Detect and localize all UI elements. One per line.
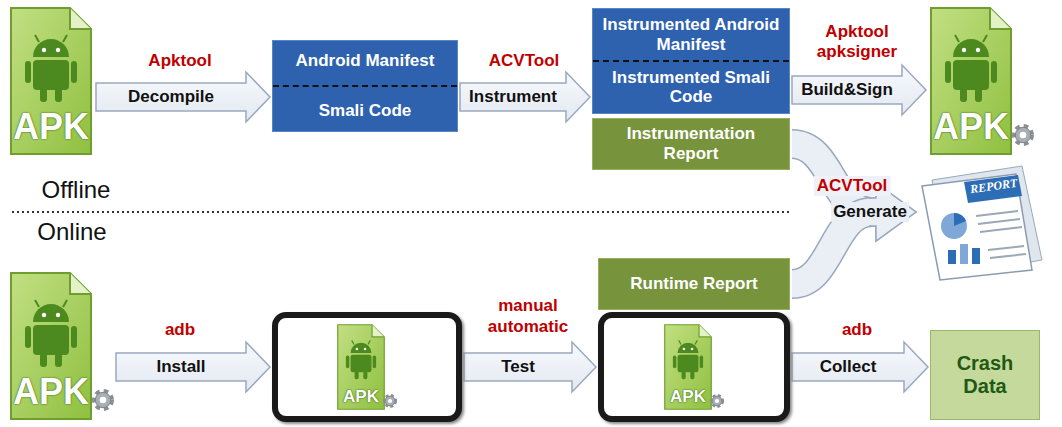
gear-teeth [711, 395, 722, 406]
arrow-label: Collect [820, 357, 877, 377]
dashed-separator [273, 85, 457, 87]
tool-label: adb [842, 320, 872, 340]
gear-body [95, 392, 110, 407]
arrow-outline [792, 212, 872, 284]
arrow-label: Decompile [128, 87, 214, 107]
arrow-label: Build&Sign [801, 80, 893, 100]
apk-node: APK [8, 5, 94, 157]
arrow-label: Install [156, 357, 205, 377]
gear-body [1015, 127, 1030, 142]
arrow-shape [792, 65, 926, 115]
tool-label: apksigner [817, 42, 897, 62]
arrow-shape [464, 342, 596, 392]
gear-hole [100, 397, 107, 404]
blue-node: Instrumented Android ManifestInstrumente… [592, 8, 790, 114]
box-label: Runtime Report [605, 274, 783, 294]
gear-teeth [384, 395, 395, 406]
arrow-shape [96, 72, 270, 122]
tool-label: Apktool [825, 22, 888, 42]
tool-label: manual [498, 296, 558, 316]
gear-body [712, 396, 722, 406]
section-label: Offline [42, 176, 111, 204]
apk-label: APK [8, 109, 94, 145]
apk-node: APK [8, 270, 114, 422]
apk-node: APK [928, 5, 1034, 157]
gear-symbol [708, 392, 726, 410]
apk-label: APK [8, 374, 94, 410]
box-text: Smali Code [279, 101, 451, 121]
arrow-label: Test [501, 357, 535, 377]
apk-label: APK [336, 388, 386, 405]
phone-apk-icon: APK [336, 323, 398, 411]
box-text: Instrumented Smali Code [599, 68, 783, 107]
gear-symbol [1010, 122, 1036, 148]
section-label: Online [37, 218, 106, 246]
green-node: Instrumentation Report [592, 118, 790, 170]
block-arrow [792, 65, 926, 115]
phone-node: APK [272, 312, 462, 422]
tool-label: adb [165, 320, 195, 340]
report-illustration [918, 160, 1048, 282]
tool-label: ACVTool [489, 51, 560, 71]
crash-node: Crash Data [930, 330, 1040, 420]
arrow-shape [460, 72, 590, 122]
blue-node: Android ManifestSmali Code [272, 40, 458, 132]
block-arrow [96, 72, 270, 122]
block-arrow [792, 342, 928, 392]
report-node: REPORT [918, 160, 1048, 282]
dashed-separator [593, 60, 789, 62]
arrow-label: Instrument [469, 87, 557, 107]
block-arrow [464, 342, 596, 392]
offline-online-divider [12, 211, 792, 213]
phone-node: APK [598, 312, 790, 422]
tool-label: Apktool [148, 51, 211, 71]
green-node: Runtime Report [598, 258, 790, 310]
block-arrow [792, 183, 916, 284]
gear-hole [1020, 132, 1027, 139]
apk-label: APK [928, 109, 1014, 145]
box-text: Android Manifest [279, 51, 451, 71]
gear-teeth [94, 391, 112, 409]
gear-symbol [381, 392, 399, 410]
gear-hole [388, 399, 392, 403]
box-label: Instrumentation Report [599, 124, 783, 163]
block-arrow [116, 342, 270, 392]
box-text: Instrumented Android Manifest [599, 15, 783, 54]
arrow-shape [116, 342, 270, 392]
gear-teeth [1014, 126, 1032, 144]
tool-label: ACVTool [814, 176, 891, 196]
apk-label: APK [663, 388, 713, 405]
tool-label: automatic [488, 317, 568, 337]
gear-symbol [90, 387, 116, 413]
box-label: Crash Data [937, 352, 1033, 398]
arrow-label: Generate [831, 202, 909, 222]
gear-hole [715, 399, 719, 403]
phone-apk-icon: APK [663, 323, 725, 411]
arrow-body [792, 212, 872, 284]
block-arrow [460, 72, 590, 122]
gear-body [385, 396, 395, 406]
arrow-shape [792, 342, 928, 392]
